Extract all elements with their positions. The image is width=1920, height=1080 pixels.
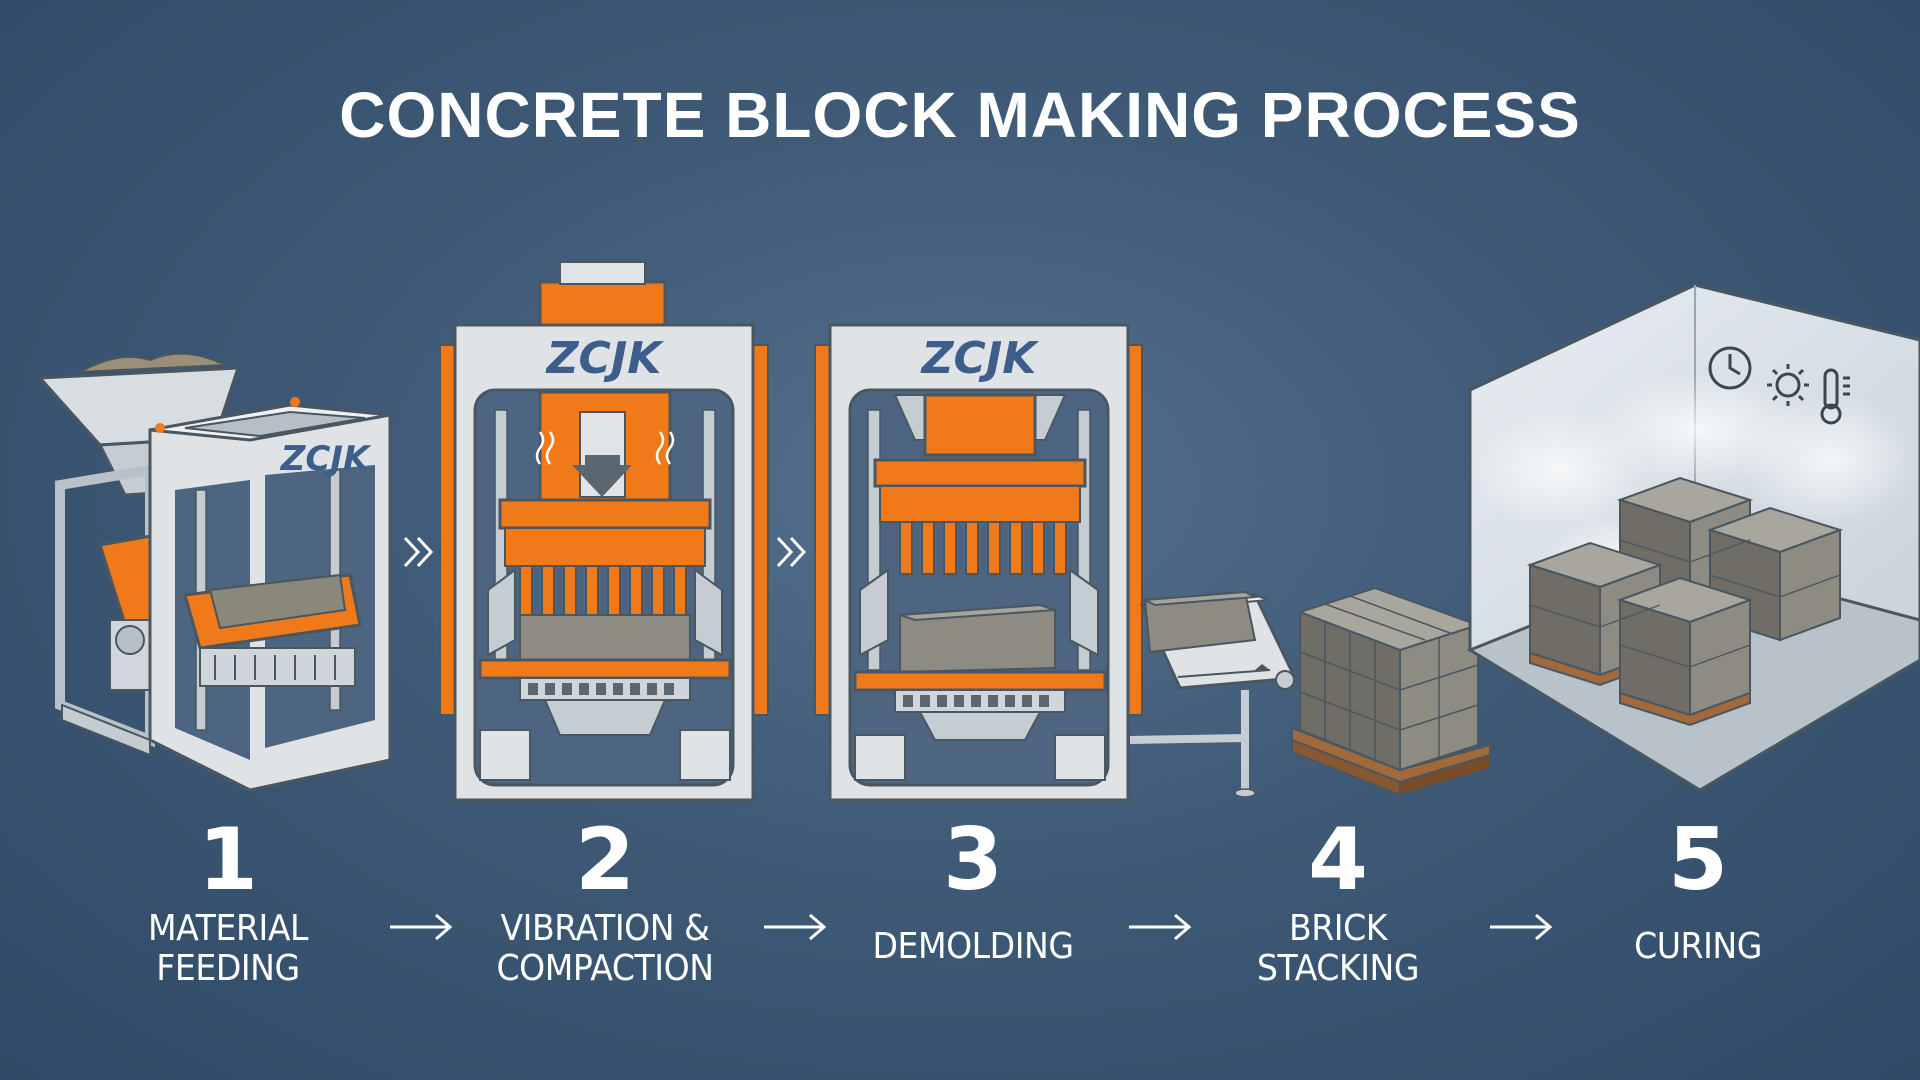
thermometer-icon bbox=[1820, 368, 1850, 425]
brand-logo-1: ZCJK bbox=[280, 439, 372, 479]
step-1: 1 MATERIAL FEEDING bbox=[78, 815, 378, 989]
brand-logo-3: ZCJK bbox=[920, 333, 1040, 384]
step-4: 4 BRICK STACKING bbox=[1188, 815, 1488, 989]
step-3: 3 DEMOLDING bbox=[823, 815, 1123, 967]
chevron-double-icon bbox=[776, 536, 807, 568]
step-label-line1: BRICK bbox=[1288, 908, 1388, 949]
step-number: 3 bbox=[943, 810, 1003, 910]
brand-logo-2: ZCJK bbox=[545, 333, 665, 384]
step-label-line2: STACKING bbox=[1256, 948, 1420, 989]
step-number: 4 bbox=[1308, 810, 1368, 910]
chevron-double-icon bbox=[403, 536, 434, 568]
step-label: DEMOLDING bbox=[872, 926, 1074, 967]
material-feeding-machine: ZCJK bbox=[36, 352, 392, 792]
arrow-right-icon bbox=[388, 907, 458, 947]
step-number: 5 bbox=[1668, 810, 1728, 910]
page-title: CONCRETE BLOCK MAKING PROCESS bbox=[339, 79, 1581, 151]
step-number: 1 bbox=[198, 810, 258, 910]
clock-icon bbox=[1708, 346, 1752, 390]
demolding-machine: ZCJK bbox=[814, 323, 1143, 802]
arrow-right-icon bbox=[1488, 907, 1558, 947]
step-2: 2 VIBRATION & COMPACTION bbox=[455, 815, 755, 989]
step-label: CURING bbox=[1634, 926, 1762, 967]
arrow-right-icon bbox=[1127, 907, 1197, 947]
step-label-line2: COMPACTION bbox=[496, 948, 714, 989]
step-number: 2 bbox=[575, 810, 635, 910]
brick-stack-pallet bbox=[1291, 586, 1491, 797]
step-5: 5 CURING bbox=[1548, 815, 1848, 967]
conveyor-belt bbox=[1129, 590, 1298, 798]
step-label-line1: VIBRATION & bbox=[500, 908, 710, 949]
arrow-right-icon bbox=[762, 907, 832, 947]
curing-room bbox=[1466, 283, 1920, 792]
step-label-line1: MATERIAL bbox=[147, 908, 309, 949]
vibration-compaction-machine: ZCJK bbox=[439, 261, 769, 802]
sun-icon bbox=[1767, 364, 1809, 406]
step-label-line2: FEEDING bbox=[156, 948, 300, 989]
